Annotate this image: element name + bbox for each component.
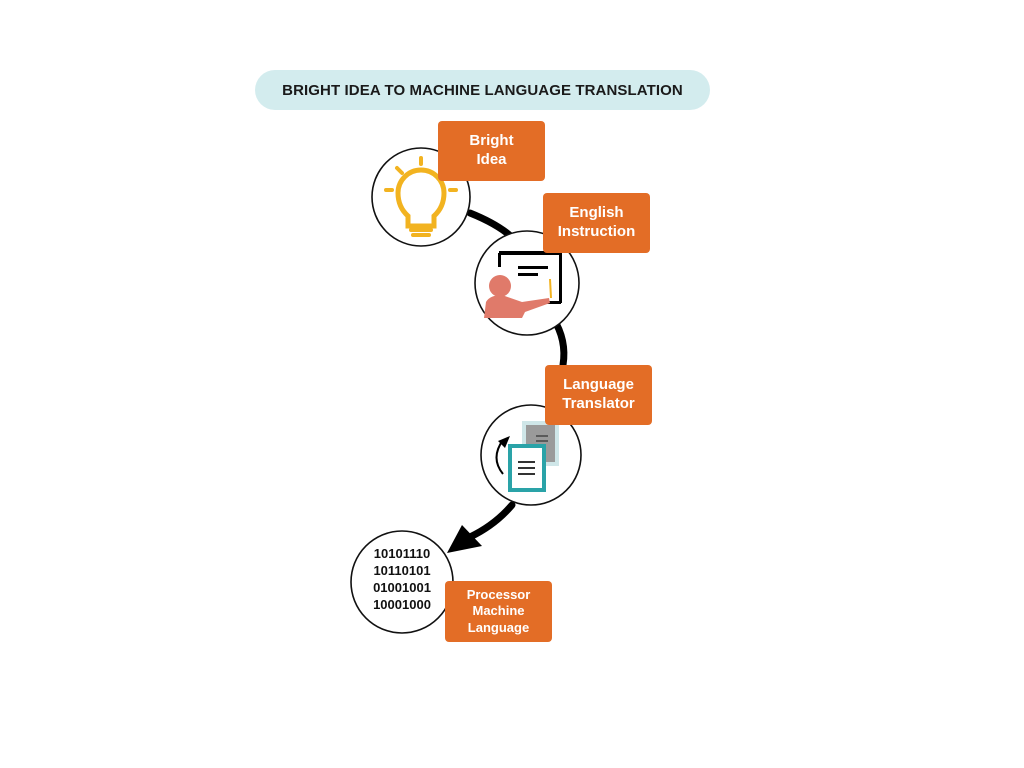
binary-line: 10101110 (373, 546, 431, 561)
flow-arrow (466, 501, 516, 541)
diagram-title: BRIGHT IDEA TO MACHINE LANGUAGE TRANSLAT… (255, 70, 710, 110)
binary-line: 01001001 (373, 580, 431, 595)
binary-code-icon: 10101110 10110101 01001001 10001000 (352, 545, 452, 613)
binary-line: 10001000 (373, 597, 431, 612)
label-bright-idea: Bright Idea (438, 121, 545, 181)
label-english-instruction: English Instruction (543, 193, 650, 253)
arrowhead-icon (447, 525, 482, 553)
label-language-translator: Language Translator (545, 365, 652, 425)
label-processor-machine-language: Processor Machine Language (445, 581, 552, 642)
binary-line: 10110101 (373, 563, 431, 578)
document-conversion-icon (495, 421, 559, 492)
presenter-icon (484, 251, 562, 318)
